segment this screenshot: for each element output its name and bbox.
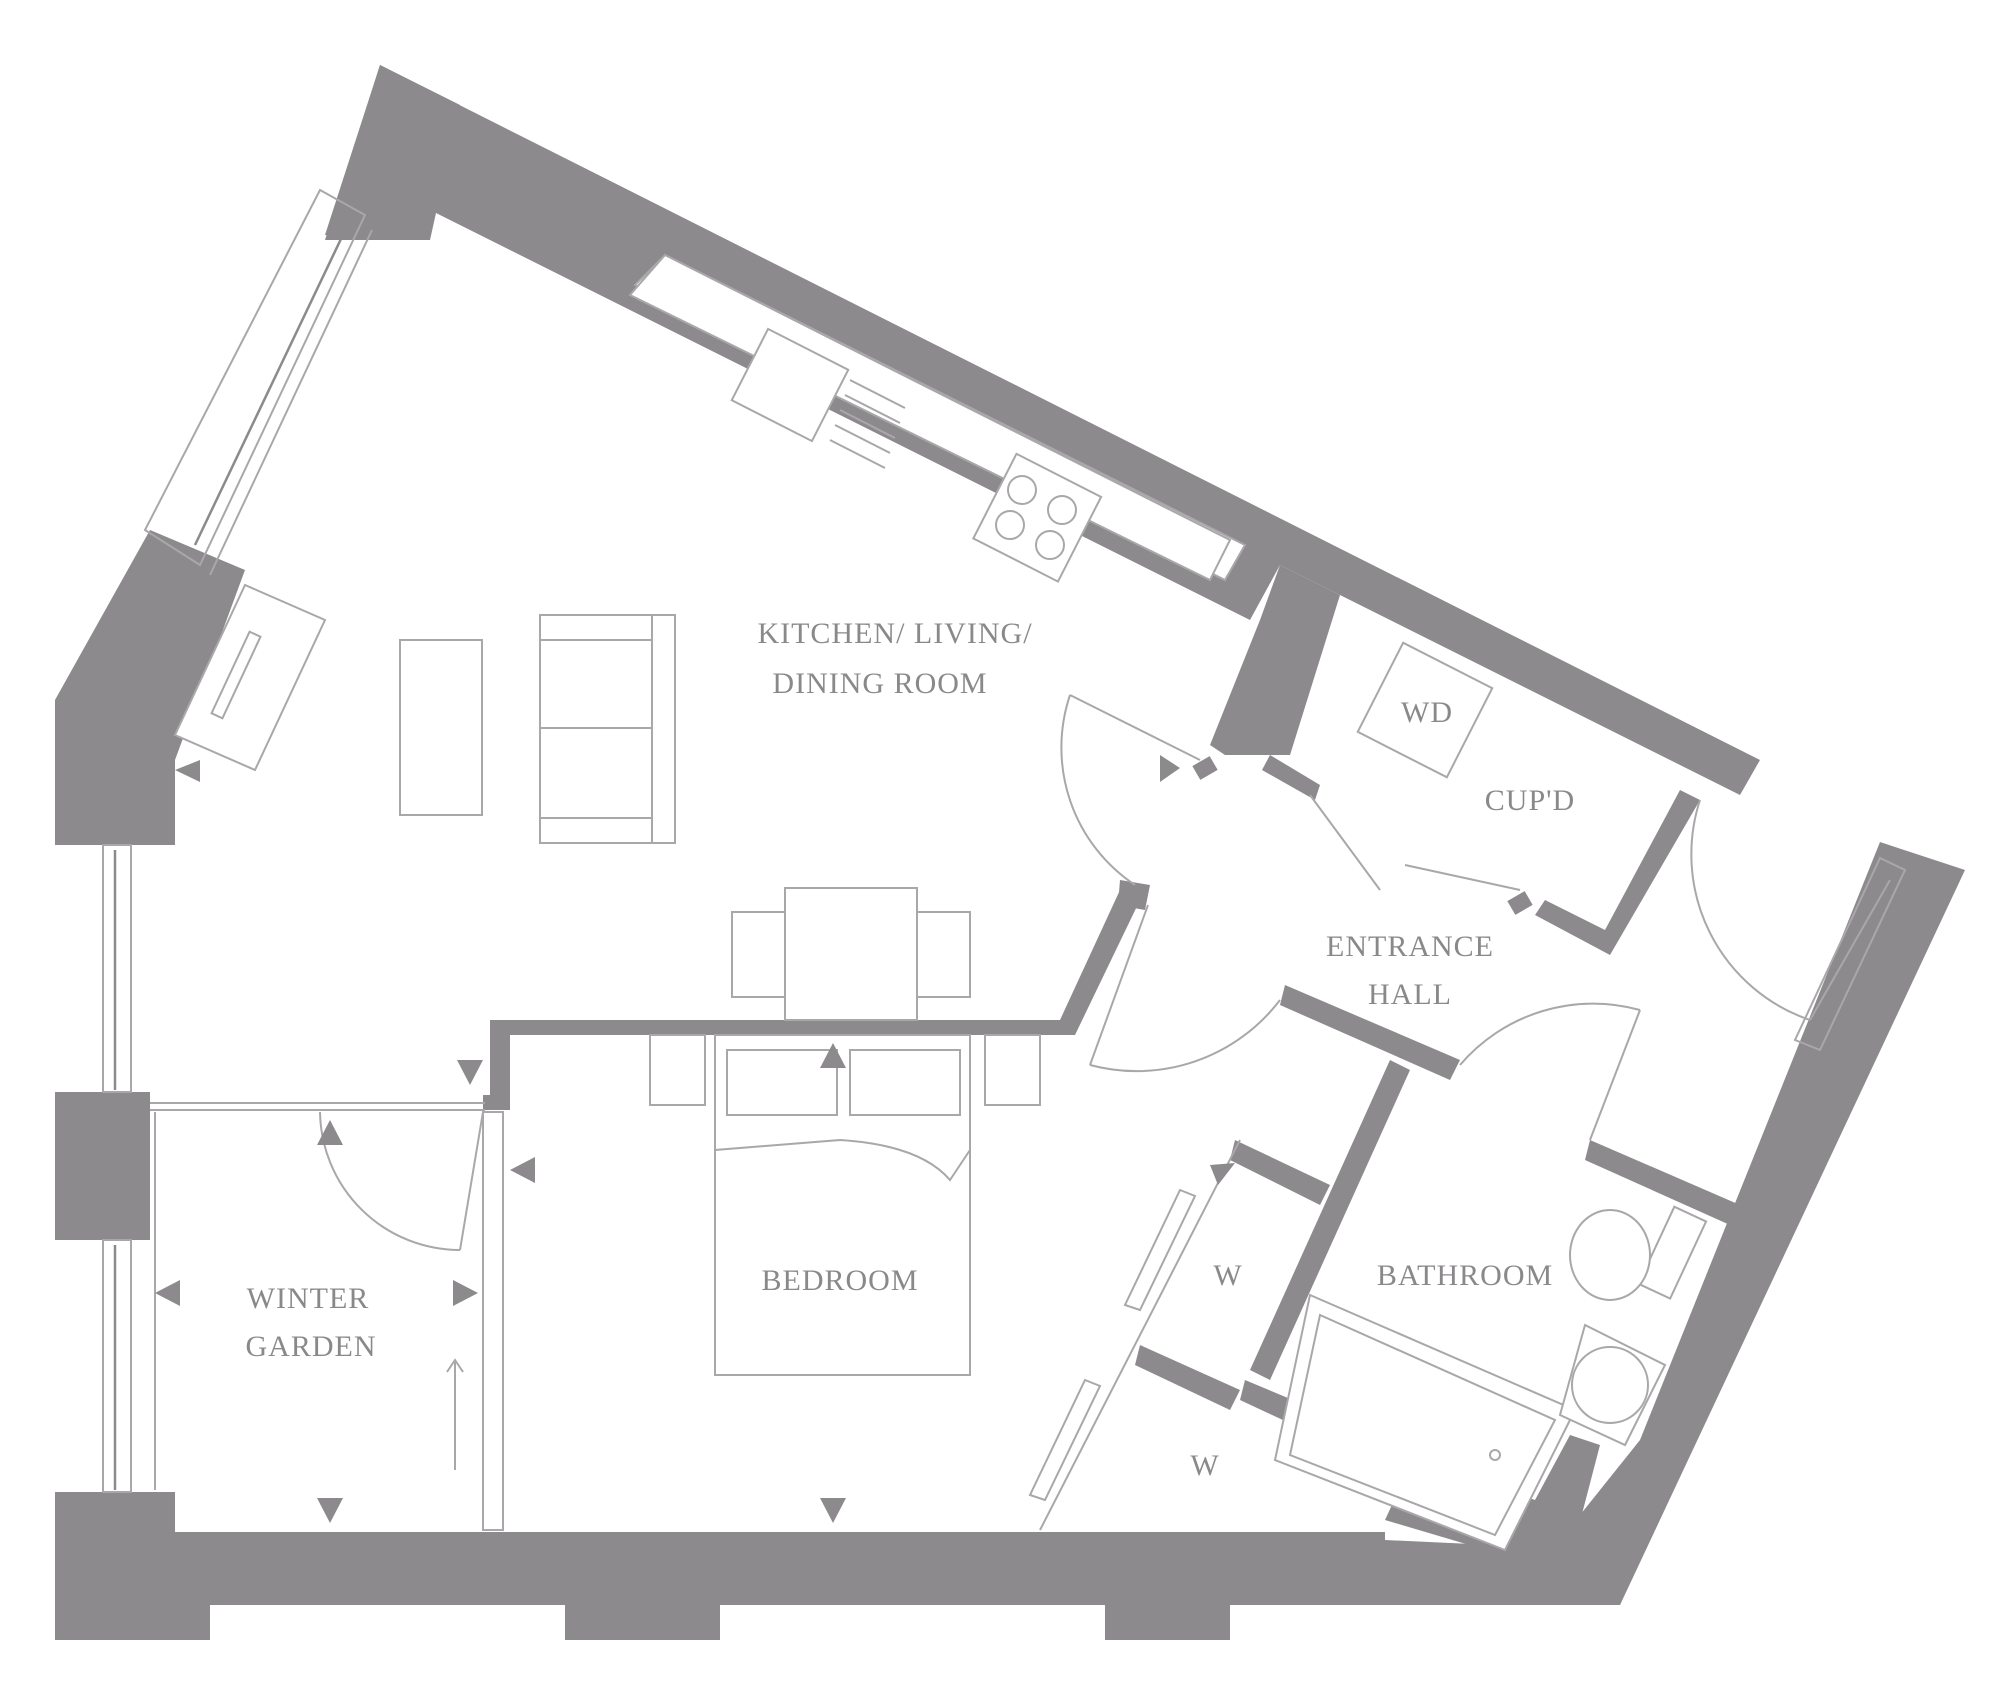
arrow-1 (460, 175, 485, 195)
label-entrance-2: HALL (1368, 978, 1452, 1011)
door-bath-arc (1459, 1002, 1641, 1066)
wall-hall-west (1118, 880, 1150, 910)
washer-dryer (1356, 641, 1494, 779)
door-bedroom-arc (1089, 999, 1281, 1073)
window-line-nw (209, 229, 373, 576)
bedside-right (984, 1034, 1041, 1106)
label-kitchen-2: DINING ROOM (772, 667, 987, 700)
door-living-leaf (1069, 694, 1201, 761)
wall-west-pier (55, 1092, 150, 1240)
dining-chair-left (731, 911, 786, 998)
bathtub (1273, 1293, 1577, 1552)
room-labels: KITCHEN/ LIVING/ DINING ROOM WD CUP'D EN… (246, 617, 1575, 1482)
window-mullion-nw (193, 219, 352, 546)
arrow-6 (317, 1120, 343, 1145)
arrow-4 (820, 1043, 846, 1068)
label-entrance-1: ENTRANCE (1326, 930, 1494, 963)
arrow-7 (510, 1157, 535, 1183)
interior-walls (483, 755, 1740, 1470)
direction-arrows (155, 175, 1235, 1523)
dining-chair-right (916, 911, 971, 998)
dining-table (784, 887, 918, 1021)
wall-west-angled (55, 530, 245, 845)
door-bedroom-leaf (1089, 904, 1149, 1066)
wall-bath-north-east (1585, 1140, 1740, 1225)
arrow-2 (175, 760, 200, 782)
wall-hall-block (1210, 565, 1340, 755)
door-bath-leaf (1589, 1009, 1641, 1141)
label-winter-2: GARDEN (246, 1330, 377, 1363)
hob-ring-1 (1007, 475, 1037, 505)
label-wd: WD (1401, 696, 1453, 729)
label-wardrobe-lower: W (1190, 1449, 1219, 1482)
bath-drain (1489, 1449, 1501, 1461)
doors (319, 694, 1891, 1531)
sink-drainer (829, 379, 906, 469)
wall-bath-north (1280, 985, 1460, 1080)
wall-jamb-1 (1192, 756, 1218, 780)
wall-south (55, 1492, 1620, 1640)
label-bathroom: BATHROOM (1377, 1259, 1553, 1292)
label-winter-1: WINTER (247, 1282, 370, 1315)
arrow-11 (820, 1498, 846, 1523)
door-winter-leaf (459, 1111, 484, 1251)
bed-duvet-fold (714, 1138, 971, 1182)
wall-north-east (325, 65, 1760, 795)
window-east (1793, 856, 1907, 1052)
pillow-left (726, 1049, 838, 1116)
label-cupd: CUP'D (1485, 784, 1575, 817)
arrow-8 (155, 1280, 180, 1306)
pillow-right (849, 1049, 961, 1116)
window-west-upper (102, 844, 132, 1093)
label-wardrobe-upper: W (1213, 1259, 1242, 1292)
door-east-arc (1690, 799, 1811, 1021)
arrow-thin-head (446, 1358, 464, 1373)
arrow-12 (1210, 1163, 1235, 1185)
coffee-table (399, 639, 483, 816)
hob-ring-4 (1035, 530, 1065, 560)
exterior-walls (55, 65, 1965, 1640)
window-north-west (143, 188, 367, 567)
door-cupd-arc (1309, 794, 1521, 891)
wardrobe-slide-lower (1028, 1378, 1102, 1502)
wall-wardrobe-upper (1230, 1140, 1330, 1205)
hob-ring-3 (995, 510, 1025, 540)
wc-bowl (1569, 1209, 1651, 1301)
window-west-lower (102, 1239, 132, 1493)
arrow-3 (1160, 755, 1180, 782)
furniture (173, 253, 1708, 1552)
door-living-arc (1060, 694, 1136, 886)
door-winter-arc (319, 1111, 461, 1251)
wall-bath-west (1250, 1060, 1410, 1380)
wall-wardrobe-mid (1135, 1345, 1240, 1410)
wc-cistern (1637, 1205, 1708, 1300)
winter-screen-east (482, 1111, 504, 1531)
wall-north-corner (325, 65, 460, 240)
windows (102, 188, 1907, 1531)
arrow-5 (457, 1060, 483, 1085)
wardrobe-track (1039, 1139, 1241, 1531)
tv-unit (173, 583, 327, 772)
kitchen-sink (730, 327, 850, 443)
wall-winter-partition-top (483, 1095, 495, 1110)
tv-screen (210, 630, 262, 720)
arrow-10 (317, 1498, 343, 1523)
kitchen-worktop (628, 253, 1232, 582)
bathtub-inner (1288, 1313, 1557, 1537)
wall-cupd-south (1262, 755, 1320, 800)
label-bedroom: BEDROOM (761, 1264, 918, 1297)
basin-bowl (1571, 1346, 1649, 1424)
door-east-leaf (1809, 879, 1891, 1021)
wardrobe-slide-upper (1123, 1188, 1197, 1312)
wall-cupd-east (1535, 790, 1700, 955)
arrow-9 (453, 1280, 478, 1306)
wall-jamb-2 (1507, 891, 1533, 915)
label-kitchen-1: KITCHEN/ LIVING/ (757, 617, 1032, 650)
hob-ring-2 (1047, 495, 1077, 525)
bedside-left (649, 1034, 706, 1106)
kitchen-hob (971, 452, 1103, 583)
wall-east (1565, 842, 1965, 1605)
